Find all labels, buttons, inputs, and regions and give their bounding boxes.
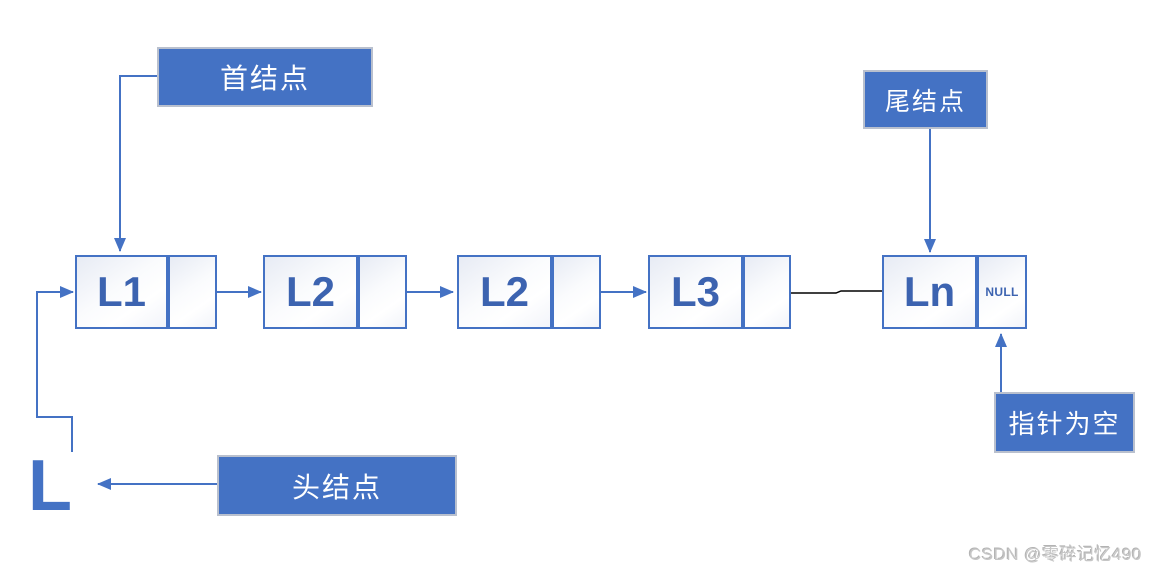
callout-tail-node-label: 尾结点: [884, 87, 966, 116]
node-2-pointer-cell: [358, 255, 407, 329]
node-3-data-cell: L2: [457, 255, 552, 329]
callout-null-pointer: 指针为空: [994, 392, 1135, 453]
watermark-text: CSDN @零碎记忆490: [968, 545, 1142, 564]
node-4-data-cell: L3: [648, 255, 743, 329]
first-node-connector-arrow: [114, 75, 157, 252]
callout-null-pointer-label: 指针为空: [1008, 409, 1121, 439]
continuation-line: [791, 290, 882, 294]
node-3-pointer-cell: [552, 255, 601, 329]
head-pointer-label: L: [28, 446, 72, 526]
callout-head-node: 头结点: [217, 455, 457, 516]
node-5-pointer-cell: NULL: [977, 255, 1027, 329]
callout-first-node: 首结点: [157, 47, 373, 107]
head-pointer-connector-arrow: [36, 286, 74, 452]
node-1-pointer-cell: [168, 255, 217, 329]
node-5-data-cell: Ln: [882, 255, 977, 329]
callout-first-node-label: 首结点: [219, 63, 310, 94]
node-1-data-cell: L1: [75, 255, 168, 329]
node-2-data-cell: L2: [263, 255, 358, 329]
callout-head-node-label: 头结点: [291, 471, 382, 503]
callout-tail-node: 尾结点: [863, 70, 988, 129]
node-4-pointer-cell: [743, 255, 791, 329]
